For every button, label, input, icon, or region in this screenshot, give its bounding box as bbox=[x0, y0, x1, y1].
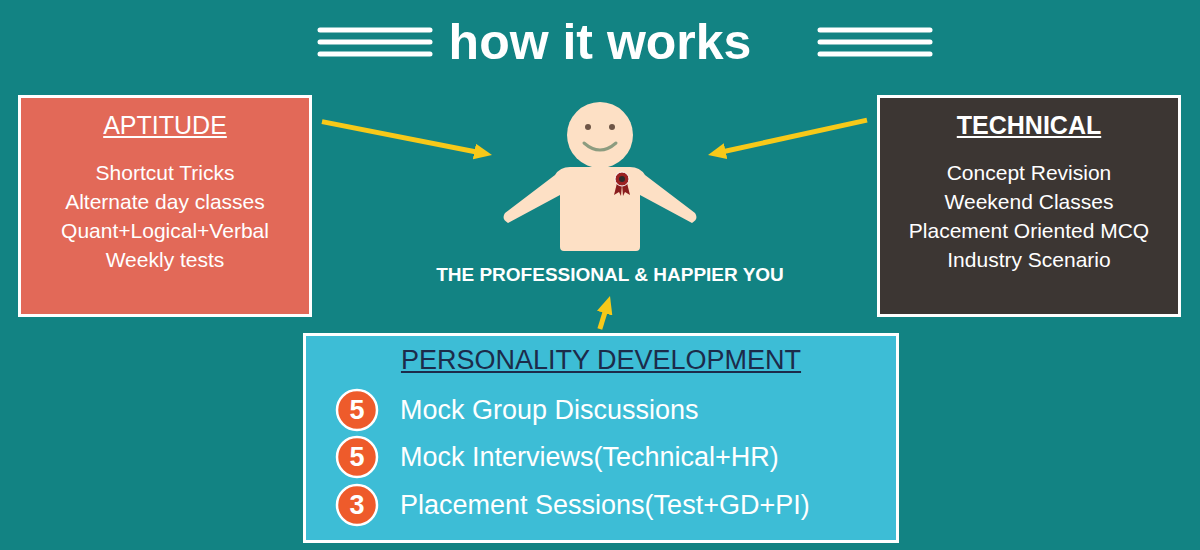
person-figure: THE PROFESSIONAL & HAPPIER YOU bbox=[400, 95, 820, 292]
rule-line bbox=[820, 40, 930, 45]
person-eye bbox=[585, 124, 591, 130]
rule-line bbox=[320, 40, 430, 45]
callout-number: 5 bbox=[335, 435, 379, 479]
box-item: Quant+Logical+Verbal bbox=[61, 216, 269, 245]
count-circle: 5 bbox=[335, 435, 379, 479]
box-heading: PERSONALITY DEVELOPMENT bbox=[401, 344, 801, 376]
personality-box: PERSONALITY DEVELOPMENT Mock Group Discus… bbox=[303, 333, 899, 543]
box-item: Placement Sessions(Test+GD+PI) bbox=[400, 489, 810, 521]
box-item: Mock Group Discussions bbox=[400, 394, 699, 426]
rule-line bbox=[320, 28, 430, 33]
rule-line bbox=[320, 52, 430, 57]
person-smile bbox=[584, 143, 616, 150]
yellow-arrow bbox=[322, 122, 484, 154]
person-eye bbox=[609, 124, 615, 130]
callout-number: 3 bbox=[335, 483, 379, 527]
box-item: Shortcut Tricks bbox=[96, 158, 235, 187]
box-item: Placement Oriented MCQ bbox=[909, 216, 1149, 245]
box-item: Industry Scenario bbox=[947, 245, 1110, 274]
person-illustration bbox=[500, 95, 700, 255]
box-item: Alternate day classes bbox=[65, 187, 265, 216]
box-item: Concept Revision bbox=[947, 158, 1112, 187]
aptitude-box: APTITUDE Shortcut TricksAlternate day cla… bbox=[18, 95, 312, 317]
title-block: how it works bbox=[0, 14, 1200, 70]
diagram-title: how it works bbox=[449, 14, 752, 70]
box-item: Mock Interviews(Technical+HR) bbox=[400, 441, 779, 473]
yellow-arrow bbox=[600, 304, 608, 329]
rosette-badge bbox=[614, 172, 630, 196]
box-item: Weekend Classes bbox=[945, 187, 1114, 216]
person-body bbox=[504, 167, 697, 251]
rule-line bbox=[820, 28, 930, 33]
box-heading: APTITUDE bbox=[103, 110, 227, 140]
yellow-arrow bbox=[716, 120, 867, 153]
technical-box: TECHNICAL Concept RevisionWeekend Classes… bbox=[877, 95, 1181, 317]
person-head bbox=[567, 102, 633, 168]
figure-caption: THE PROFESSIONAL & HAPPIER YOU bbox=[436, 264, 784, 286]
count-circle: 3 bbox=[335, 483, 379, 527]
callout-number: 5 bbox=[335, 388, 379, 432]
box-item: Weekly tests bbox=[106, 245, 225, 274]
box-heading: TECHNICAL bbox=[957, 110, 1101, 140]
count-circle: 5 bbox=[335, 388, 379, 432]
rule-line bbox=[820, 52, 930, 57]
